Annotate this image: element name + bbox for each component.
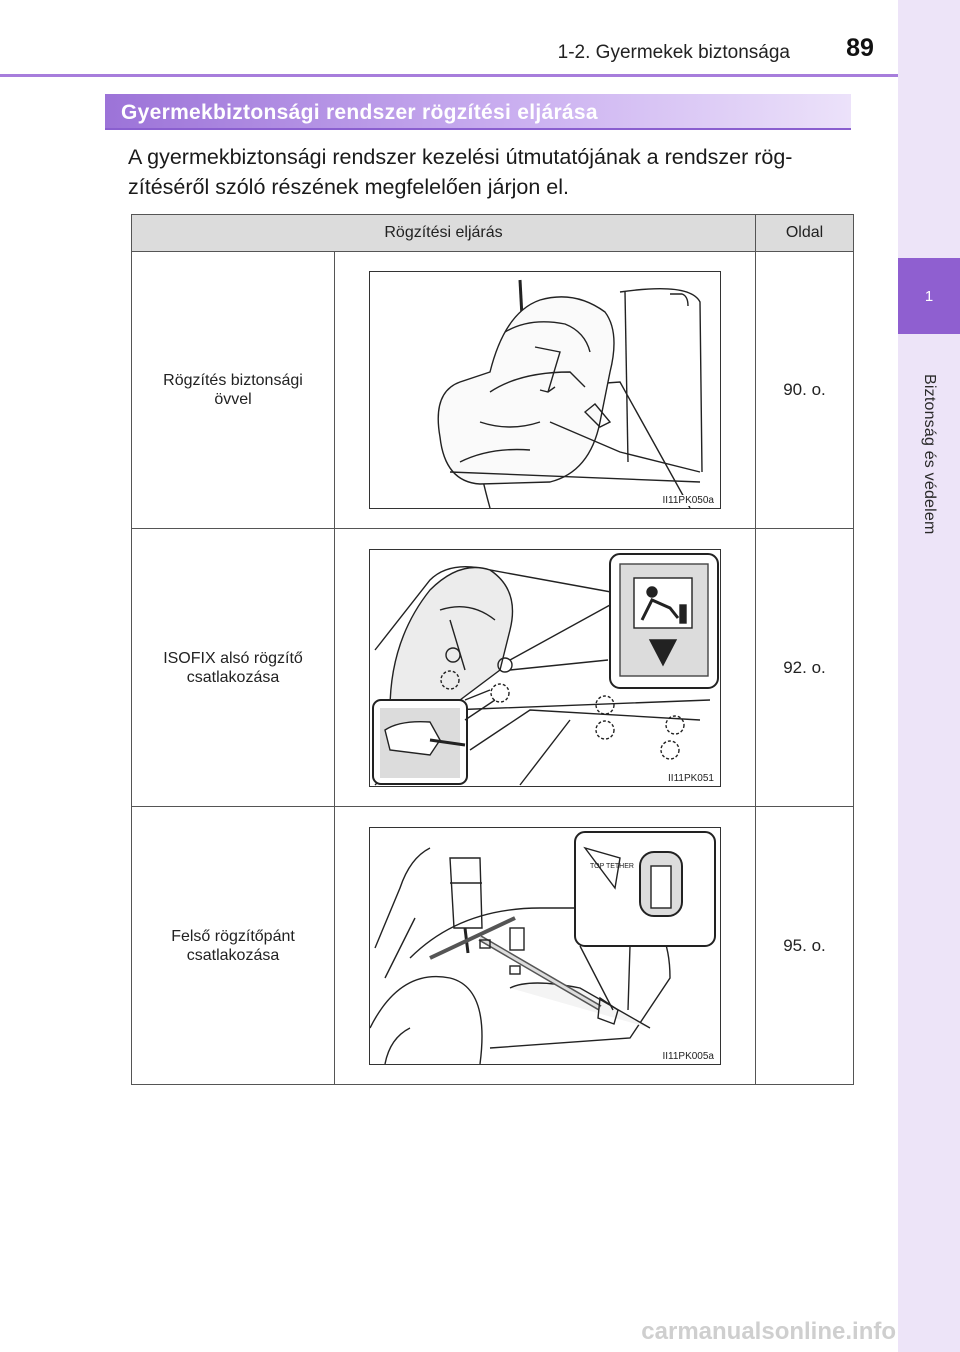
column-header-procedure: Rögzítési eljárás <box>131 214 756 252</box>
isofix-illustration: II11PK051 <box>369 548 721 787</box>
page-reference[interactable]: 90. o. <box>755 251 854 529</box>
procedure-label-cell: ISOFIX alsó rögzítő csatlakozása <box>131 528 335 807</box>
procedure-label: Felső rögzítőpánt csatlakozása <box>171 927 295 964</box>
watermark: carmanualsonline.info <box>641 1318 896 1345</box>
table-row: ISOFIX alsó rögzítő csatlakozása <box>131 528 854 807</box>
chapter-number-tab[interactable]: 1 <box>898 258 960 334</box>
page-number: 89 <box>846 34 874 62</box>
figure-cell: TOP TETHER II11PK005a <box>334 806 756 1085</box>
chapter-number: 1 <box>924 287 934 305</box>
table-row: Felső rögzítőpánt csatlakozása <box>131 806 854 1085</box>
section-heading-text: Gyermekbiztonsági rendszer rögzítési elj… <box>121 101 598 124</box>
table-header-row: Rögzítési eljárás Oldal <box>131 214 854 252</box>
page-reference[interactable]: 95. o. <box>755 806 854 1085</box>
procedure-table: Rögzítési eljárás Oldal Rögzítés biztons… <box>131 214 854 1085</box>
seat-belt-illustration: II11PK050a <box>369 271 721 509</box>
page-reference[interactable]: 92. o. <box>755 528 854 807</box>
section-heading: Gyermekbiztonsági rendszer rögzítési elj… <box>105 94 851 130</box>
procedure-label: ISOFIX alsó rögzítő csatlakozása <box>163 649 303 686</box>
table-row: Rögzítés biztonsági övvel <box>131 251 854 529</box>
chapter-title-label: Biztonság és védelem <box>898 344 960 564</box>
header-divider <box>0 74 898 77</box>
intro-paragraph: A gyermekbiztonsági rendszer kezelési út… <box>128 145 793 199</box>
svg-text:TOP TETHER: TOP TETHER <box>590 863 634 870</box>
figure-code: II11PK050a <box>660 495 716 506</box>
procedure-label: Rögzítés biztonsági övvel <box>163 372 303 408</box>
figure-cell: II11PK050a <box>334 251 756 529</box>
figure-cell: II11PK051 <box>334 528 756 807</box>
top-tether-illustration: TOP TETHER II11PK005a <box>369 826 721 1065</box>
column-header-page: Oldal <box>755 214 854 252</box>
procedure-label-cell: Rögzítés biztonsági övvel <box>131 251 335 529</box>
procedure-label-cell: Felső rögzítőpánt csatlakozása <box>131 806 335 1085</box>
chapter-title: Biztonság és védelem <box>921 373 938 535</box>
running-header-title: 1-2. Gyermekek biztonsága <box>557 42 790 63</box>
chapter-sidebar <box>898 0 960 1352</box>
figure-code: II11PK005a <box>660 1050 716 1062</box>
figure-code: II11PK051 <box>666 772 716 784</box>
